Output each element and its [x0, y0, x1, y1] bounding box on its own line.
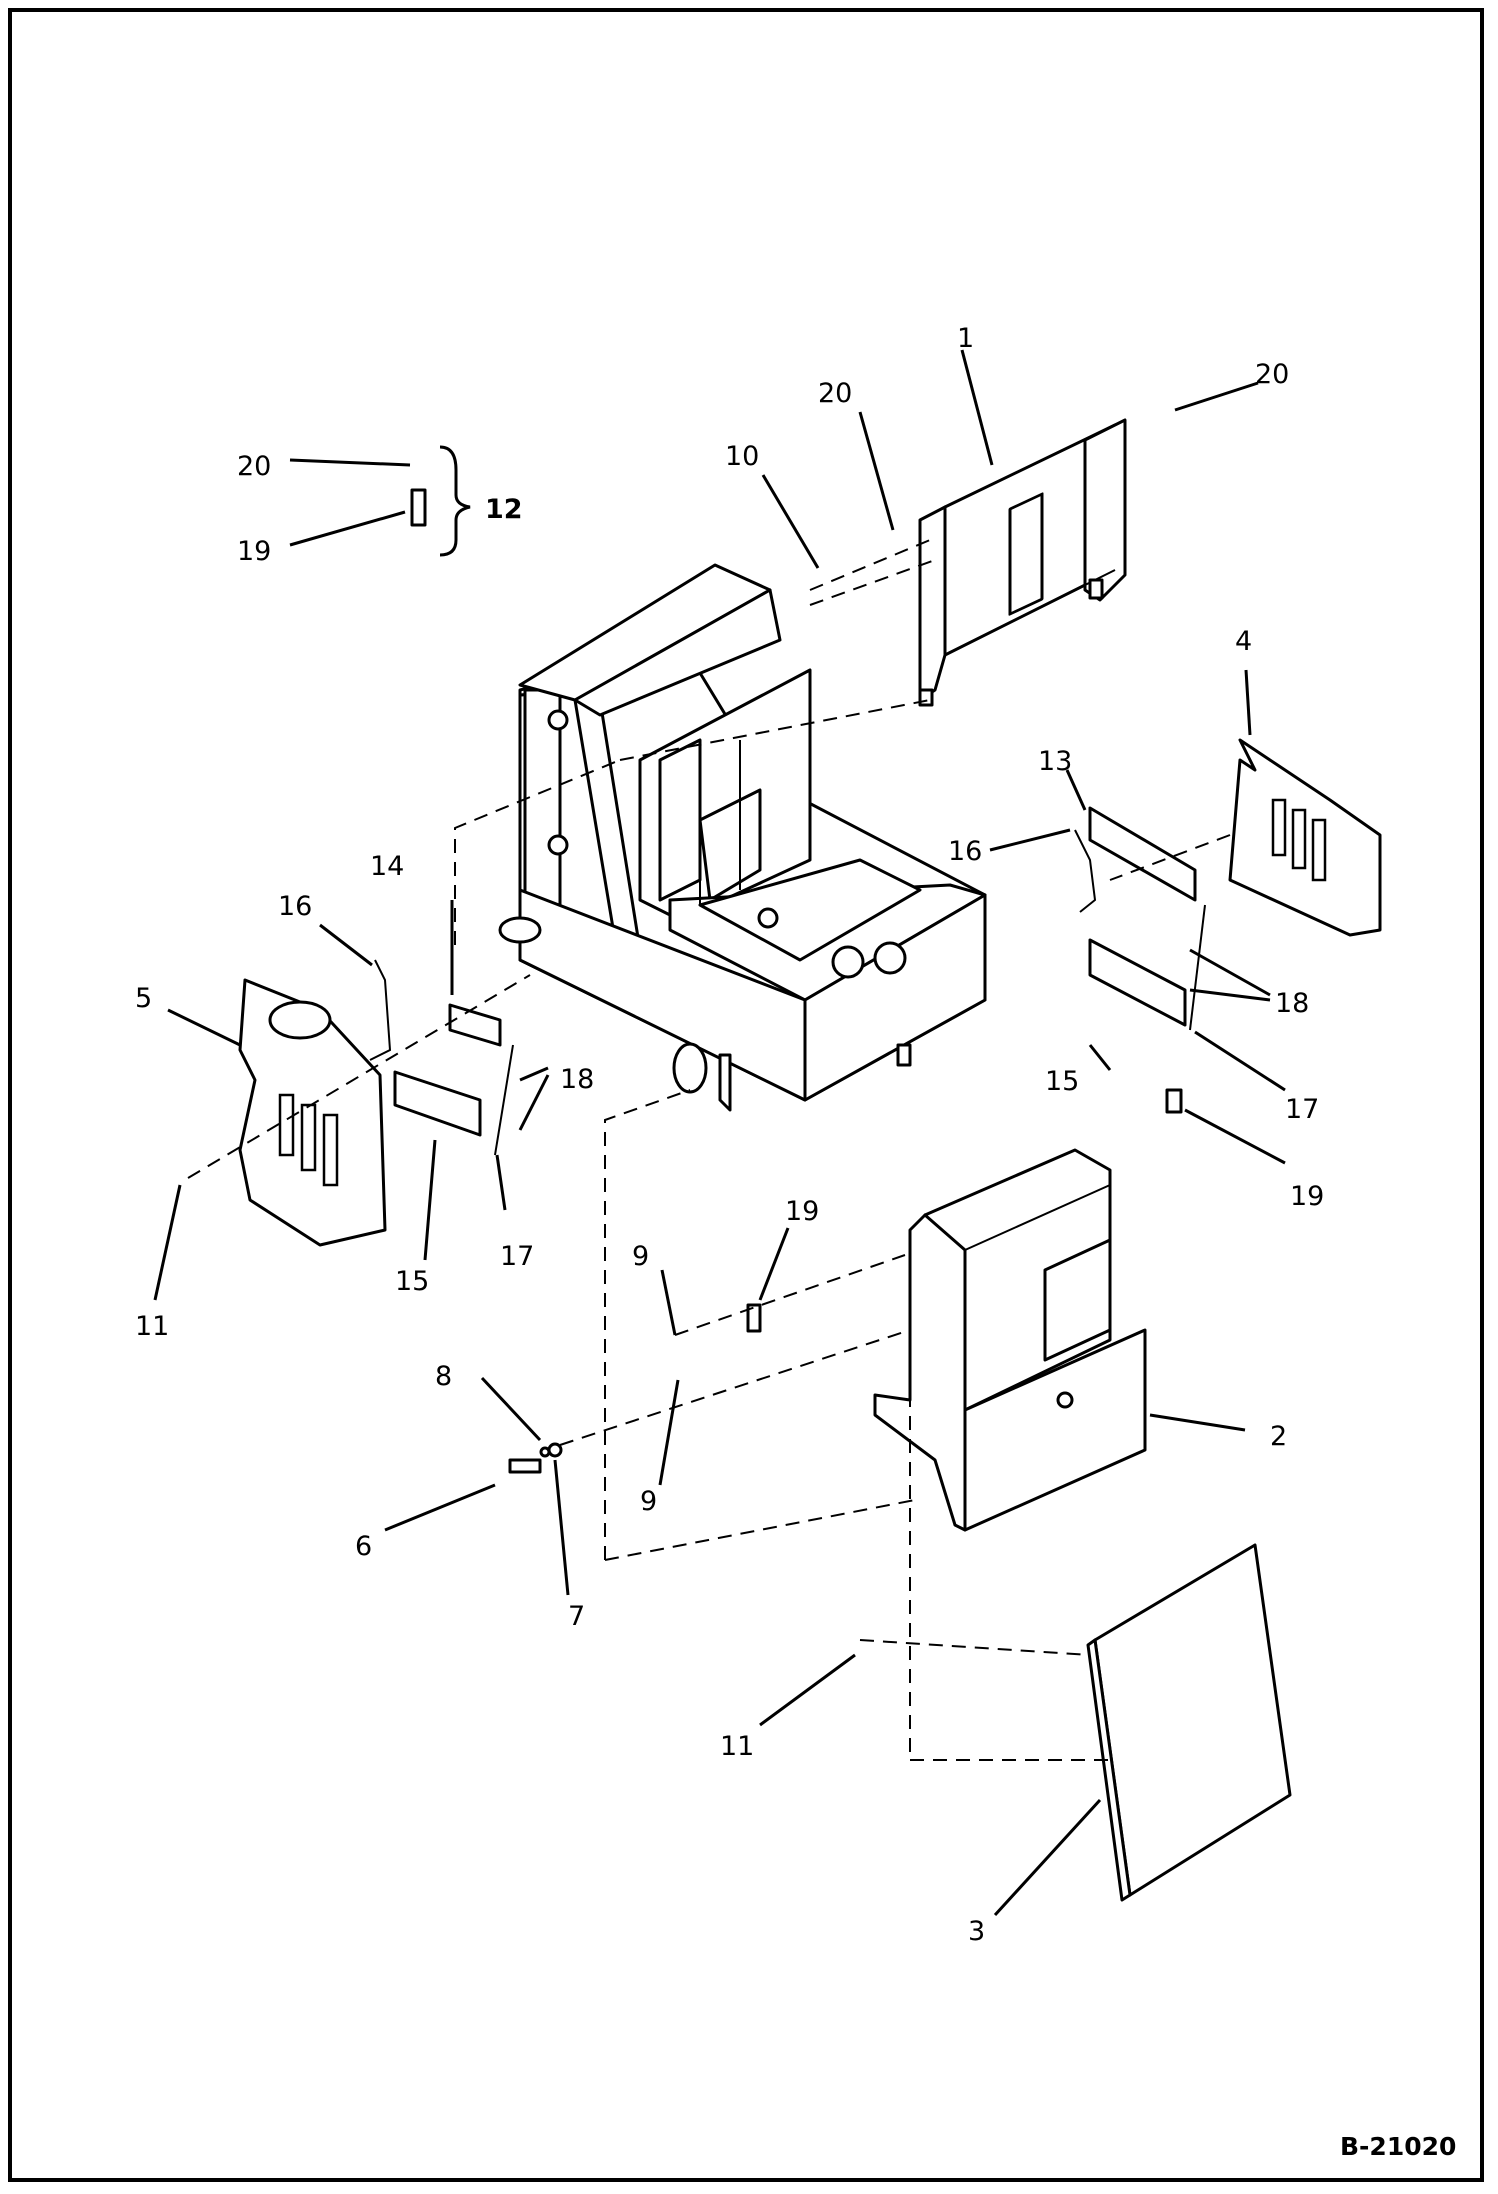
callout-2: 2	[1270, 1421, 1287, 1452]
kit-12-bracket	[439, 445, 471, 557]
callout-15: 15	[395, 1266, 429, 1297]
small-parts	[369, 488, 1206, 1474]
callout-16: 16	[948, 836, 982, 867]
part-6-bolt	[508, 1458, 542, 1474]
callout-9: 9	[632, 1241, 649, 1272]
callout-7: 7	[568, 1601, 585, 1632]
callout-19: 19	[237, 536, 271, 567]
part-13-pad	[1088, 806, 1197, 902]
callout-19: 19	[1290, 1181, 1324, 1212]
callout-labels: 1 20 20 10 20 19 12 4 13 16 18 15 17 19 …	[135, 323, 1324, 1947]
callout-10: 10	[725, 441, 759, 472]
callout-17: 17	[1285, 1094, 1319, 1125]
callout-14: 14	[370, 851, 404, 882]
part-5-side-shield	[238, 978, 387, 1247]
callout-16: 16	[278, 891, 312, 922]
callout-4: 4	[1235, 626, 1252, 657]
alignment-lines	[187, 539, 1231, 1761]
part-16-strip-right	[1074, 829, 1097, 913]
part-15-pad-right	[1088, 938, 1187, 1027]
callout-18: 18	[1275, 988, 1309, 1019]
part-3-panel	[1086, 1543, 1292, 1902]
callout-11: 11	[135, 1311, 169, 1342]
callout-19: 19	[785, 1196, 819, 1227]
part-19-latch-kit	[410, 488, 427, 527]
callout-17: 17	[500, 1241, 534, 1272]
callout-15: 15	[1045, 1066, 1079, 1097]
part-2-lower-cover	[873, 1148, 1147, 1532]
drawing-border	[8, 8, 1484, 2182]
part-4-side-shield	[1228, 738, 1382, 937]
part-19-latch-right	[1165, 1088, 1183, 1114]
document-number: B-21020	[1340, 2132, 1456, 2161]
callout-1: 1	[957, 323, 974, 354]
part-16-strip-left	[369, 959, 392, 1061]
callout-18: 18	[560, 1064, 594, 1095]
leader-lines	[153, 349, 1286, 1917]
callout-3: 3	[968, 1916, 985, 1947]
callout-5: 5	[135, 983, 152, 1014]
part-19-latch-center	[746, 1303, 762, 1333]
part-15-pad-left	[393, 1070, 482, 1137]
part-14-pad	[448, 1003, 502, 1047]
main-frame	[498, 563, 987, 1112]
part-7-washer	[547, 1442, 563, 1458]
callout-12: 12	[485, 494, 523, 525]
callout-6: 6	[355, 1531, 372, 1562]
callout-11: 11	[720, 1731, 754, 1762]
callout-20: 20	[1255, 359, 1289, 390]
part-17-bar-right	[1189, 904, 1206, 1031]
callout-9: 9	[640, 1486, 657, 1517]
callout-20: 20	[818, 378, 852, 409]
part-1-back-panel	[918, 418, 1127, 707]
part-17-bar-left	[494, 1044, 514, 1156]
callout-20: 20	[237, 451, 271, 482]
part-8-nut	[539, 1446, 551, 1458]
callout-8: 8	[435, 1361, 452, 1392]
callout-13: 13	[1038, 746, 1072, 777]
